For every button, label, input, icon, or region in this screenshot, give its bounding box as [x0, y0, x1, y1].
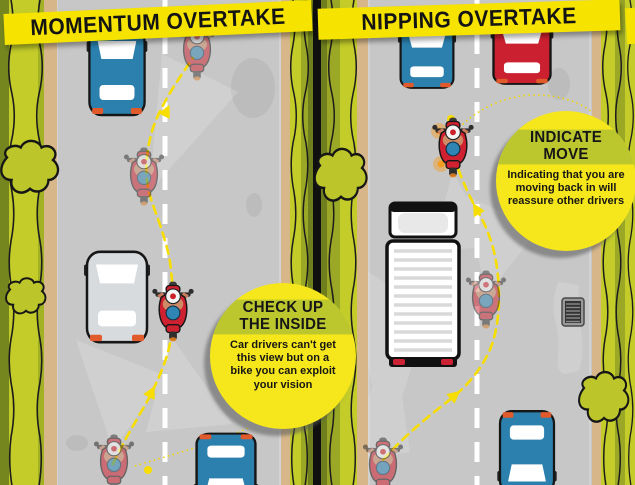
- banner-label: NIPPING OVERTAKE: [360, 3, 577, 35]
- callout-title: CHECK UP THE INSIDE: [210, 299, 356, 335]
- grass-verge-left: [0, 0, 60, 485]
- callout-title-line: THE INSIDE: [210, 316, 356, 335]
- callout-check-up-the-inside: CHECK UP THE INSIDE Car drivers can't ge…: [210, 283, 356, 429]
- callout-indicate-move: INDICATE MOVE Indicating that you are mo…: [496, 111, 635, 251]
- banner-edge-sliver: [624, 7, 635, 45]
- drain-puddle: [553, 282, 583, 374]
- oncoming-blue-car: [192, 432, 260, 485]
- blue-car-ahead: [85, 27, 149, 117]
- callout-title-line: MOVE: [496, 146, 635, 165]
- callout-body: Car drivers can't get this view but on a…: [230, 338, 336, 391]
- road-patches: [66, 58, 275, 451]
- drain-grate-icon: [561, 297, 585, 327]
- panel-divider: [313, 0, 321, 485]
- silver-car: [82, 250, 152, 344]
- callout-title-line: CHECK UP: [210, 299, 356, 318]
- path-start-dot: [144, 466, 152, 474]
- box-truck: [385, 201, 461, 367]
- panel-momentum-overtake: [0, 0, 313, 485]
- callout-body: Indicating that you are moving back in w…: [507, 168, 625, 208]
- oncoming-blue-car: [496, 409, 558, 485]
- callout-title-line: INDICATE: [496, 129, 635, 148]
- callout-title: INDICATE MOVE: [496, 129, 635, 165]
